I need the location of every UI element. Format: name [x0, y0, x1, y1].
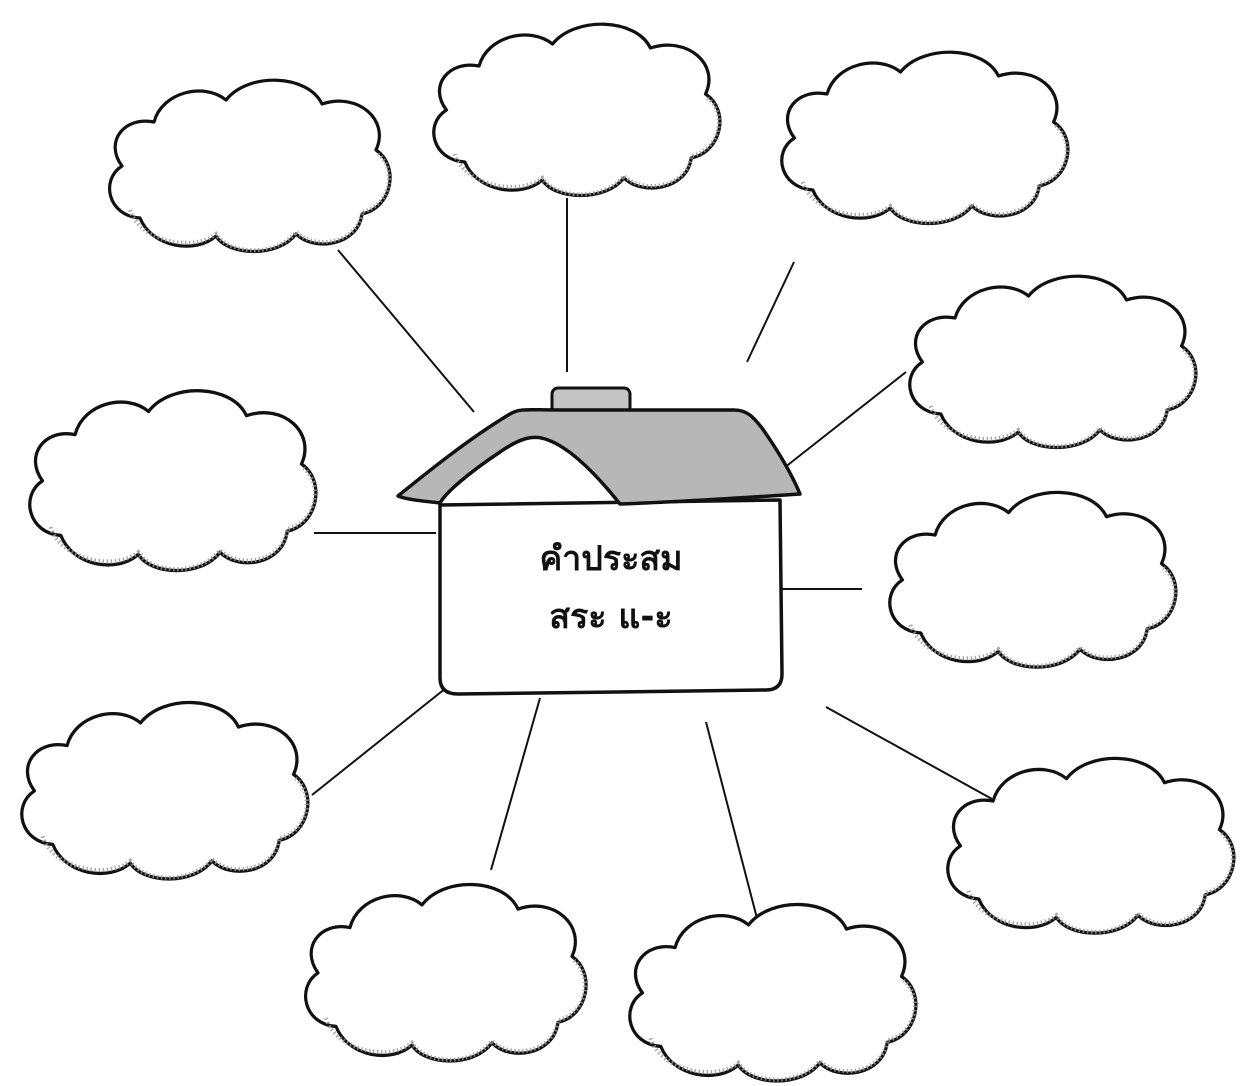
cloud-bottom-left[interactable] [306, 884, 586, 1060]
cloud-top-left[interactable] [110, 80, 390, 251]
cloud-right-lower[interactable] [948, 758, 1234, 933]
connector-right-upper [784, 372, 906, 468]
center-title: คำประสม [539, 539, 682, 579]
cloud-top-center[interactable] [434, 24, 720, 195]
house: คำประสม สระ แ-ะ [398, 388, 800, 694]
connector-right-lower [826, 707, 992, 799]
cloud-right-upper[interactable] [910, 276, 1196, 447]
connector-left-lower [312, 688, 446, 795]
cloud-bottom-right[interactable] [630, 904, 916, 1080]
cloud-left-lower[interactable] [22, 702, 308, 878]
cloud-top-right[interactable] [782, 52, 1068, 223]
cloud-left-middle[interactable] [30, 391, 316, 571]
connector-bottom-right [706, 722, 759, 926]
connector-top-left [338, 250, 474, 412]
connector-top-right [747, 262, 794, 362]
house-roof [398, 410, 800, 504]
center-subtitle: สระ แ-ะ [549, 597, 672, 637]
cloud-right-middle[interactable] [890, 492, 1176, 667]
connector-bottom-left [491, 698, 540, 870]
